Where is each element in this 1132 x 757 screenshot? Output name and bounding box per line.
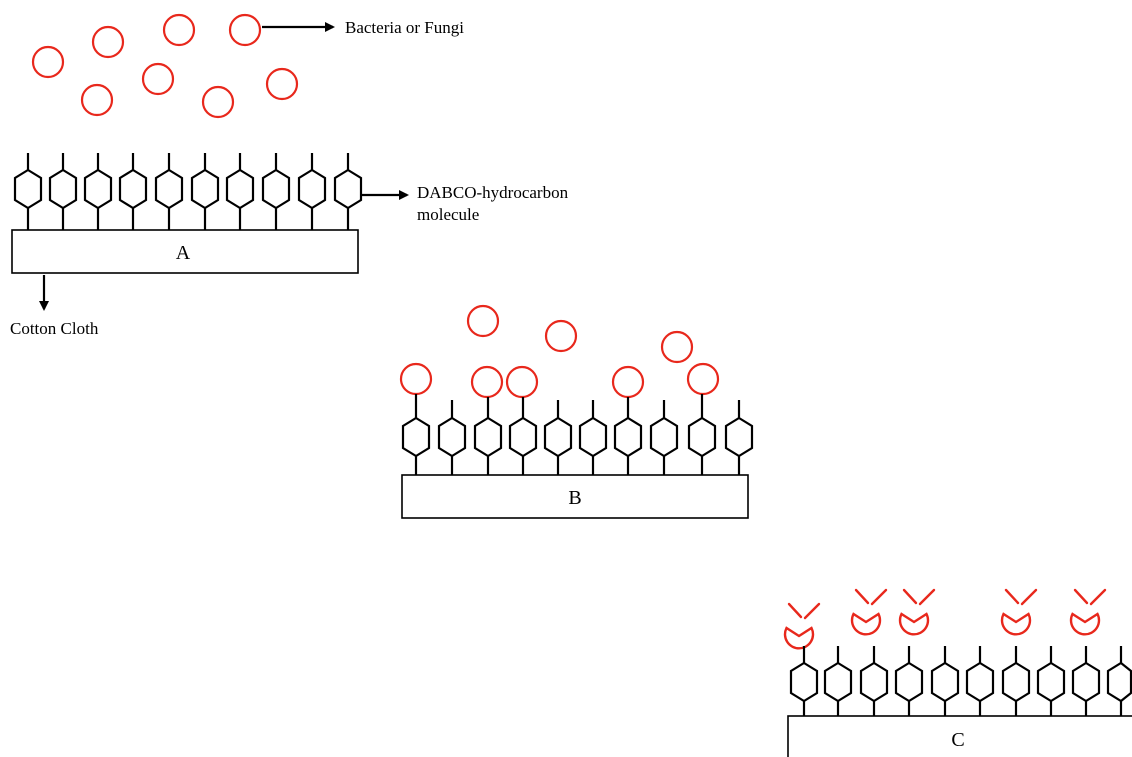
- dabco-molecule: [1106, 646, 1132, 716]
- cotton-cloth-b: [401, 474, 749, 519]
- microbe-circle: [660, 330, 694, 364]
- molecule-row-c: [789, 646, 1132, 716]
- dabco-molecule: [578, 400, 608, 475]
- microbe-circle: [141, 62, 175, 96]
- stage-label-c: C: [951, 729, 964, 751]
- molecule-label-line1: DABCO-hydrocarbon: [417, 183, 569, 202]
- microbe-circle: [544, 319, 578, 353]
- free-microbes-a: [31, 13, 299, 119]
- dabco-molecule: [930, 646, 960, 716]
- microbe-circle: [466, 304, 500, 338]
- attached-microbe-circle: [686, 362, 720, 396]
- dabco-molecule: [894, 646, 924, 716]
- dabco-molecule: [823, 646, 853, 716]
- dabco-molecule: [118, 153, 148, 230]
- attached-microbe-circle: [505, 365, 539, 399]
- dabco-molecule: [261, 153, 291, 230]
- dabco-molecule: [190, 153, 220, 230]
- dabco-molecule: [965, 646, 995, 716]
- stage-label-b: B: [568, 487, 581, 509]
- cotton-cloth-c: [787, 715, 1132, 757]
- microbe-label: Bacteria or Fungi: [345, 18, 464, 37]
- microbe-circle: [31, 45, 65, 79]
- dabco-molecule: [333, 153, 363, 230]
- dabco-molecule: [543, 400, 573, 475]
- dabco-molecule: [297, 153, 327, 230]
- dabco-molecule: [473, 397, 503, 475]
- ruptured-microbe: [850, 588, 888, 636]
- dabco-molecule: [13, 153, 43, 230]
- stage-c: C: [783, 588, 1132, 757]
- dabco-molecule: [154, 153, 184, 230]
- ruptured-microbe: [1069, 588, 1107, 636]
- dabco-molecule: [789, 646, 819, 716]
- dabco-molecule: [649, 400, 679, 475]
- dabco-molecule: [437, 400, 467, 475]
- stage-b: B: [399, 304, 754, 519]
- dabco-molecule: [859, 646, 889, 716]
- dabco-molecule: [401, 394, 431, 475]
- microbe-circle: [228, 13, 262, 47]
- dabco-molecule: [613, 397, 643, 475]
- microbe-circle: [162, 13, 196, 47]
- cotton-cloth-a: [11, 229, 359, 274]
- dabco-molecule: [1036, 646, 1066, 716]
- attached-microbe-circle: [399, 362, 433, 396]
- dabco-molecule: [1001, 646, 1031, 716]
- molecule-label-line2: molecule: [417, 205, 479, 224]
- microbe-circle: [91, 25, 125, 59]
- attached-microbe-circle: [611, 365, 645, 399]
- dabco-molecule: [687, 394, 717, 475]
- dabco-molecule: [1071, 646, 1101, 716]
- dabco-molecule: [225, 153, 255, 230]
- ruptured-microbe: [898, 588, 936, 636]
- cloth-label: Cotton Cloth: [10, 319, 99, 338]
- dabco-molecule: [724, 400, 754, 475]
- stage-a: A Bacteria or Fungi DABCO-hydrocarbon mo…: [10, 13, 569, 338]
- microbe-circle: [80, 83, 114, 117]
- dabco-molecule: [508, 397, 538, 475]
- dabco-molecule: [83, 153, 113, 230]
- microbe-circle: [265, 67, 299, 101]
- ruptured-microbes-c: [783, 588, 1107, 650]
- attached-microbe-circle: [470, 365, 504, 399]
- ruptured-microbe: [1000, 588, 1038, 636]
- molecule-row-b: [401, 394, 754, 475]
- microbe-circle: [201, 85, 235, 119]
- molecule-row-a: [13, 153, 363, 230]
- dabco-molecule: [48, 153, 78, 230]
- stage-label-a: A: [176, 242, 191, 264]
- free-microbes-b: [466, 304, 694, 364]
- attached-microbes-b: [399, 362, 720, 399]
- ruptured-microbe: [783, 602, 821, 650]
